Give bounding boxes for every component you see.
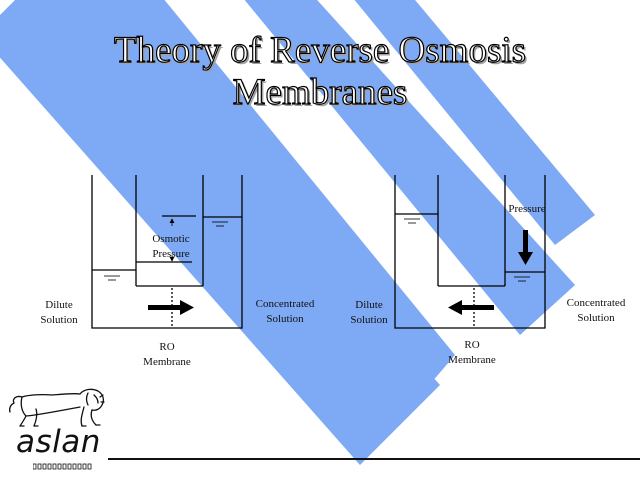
title-line-1: Theory of Reverse Osmosis	[113, 29, 527, 71]
right-vessel-outline	[394, 175, 546, 329]
title-line-2: Membranes	[232, 71, 408, 113]
stripe-4	[354, 0, 595, 245]
stripe-2	[91, 0, 455, 425]
lion-icon	[8, 388, 105, 427]
logo-subtext-marks	[33, 463, 92, 470]
footer-divider	[108, 458, 640, 460]
left-concentrated-label: Concentrated Solution	[255, 298, 315, 325]
pressure-arrow	[518, 230, 533, 265]
left-membrane-label: RO Membrane	[143, 341, 191, 368]
pressure-label: Pressure	[508, 203, 546, 215]
left-flow-arrow	[148, 300, 194, 315]
slide-title: Theory of Reverse Osmosis Membranes	[60, 29, 580, 114]
right-membrane-label: RO Membrane	[448, 339, 496, 366]
right-flow-arrow	[448, 300, 494, 315]
stripe-1	[0, 0, 440, 465]
left-vessel-outline	[91, 175, 243, 329]
left-vessel	[91, 175, 243, 329]
left-dilute-label: Dilute Solution	[40, 299, 78, 326]
stripe-3	[244, 0, 575, 335]
right-dilute-label: Dilute Solution	[350, 299, 388, 326]
right-vessel	[394, 175, 546, 329]
osmotic-pressure-label: Osmotic Pressure	[152, 233, 190, 260]
right-concentrated-label: Concentrated Solution	[566, 297, 626, 324]
logo-brand: aslan	[16, 424, 101, 460]
